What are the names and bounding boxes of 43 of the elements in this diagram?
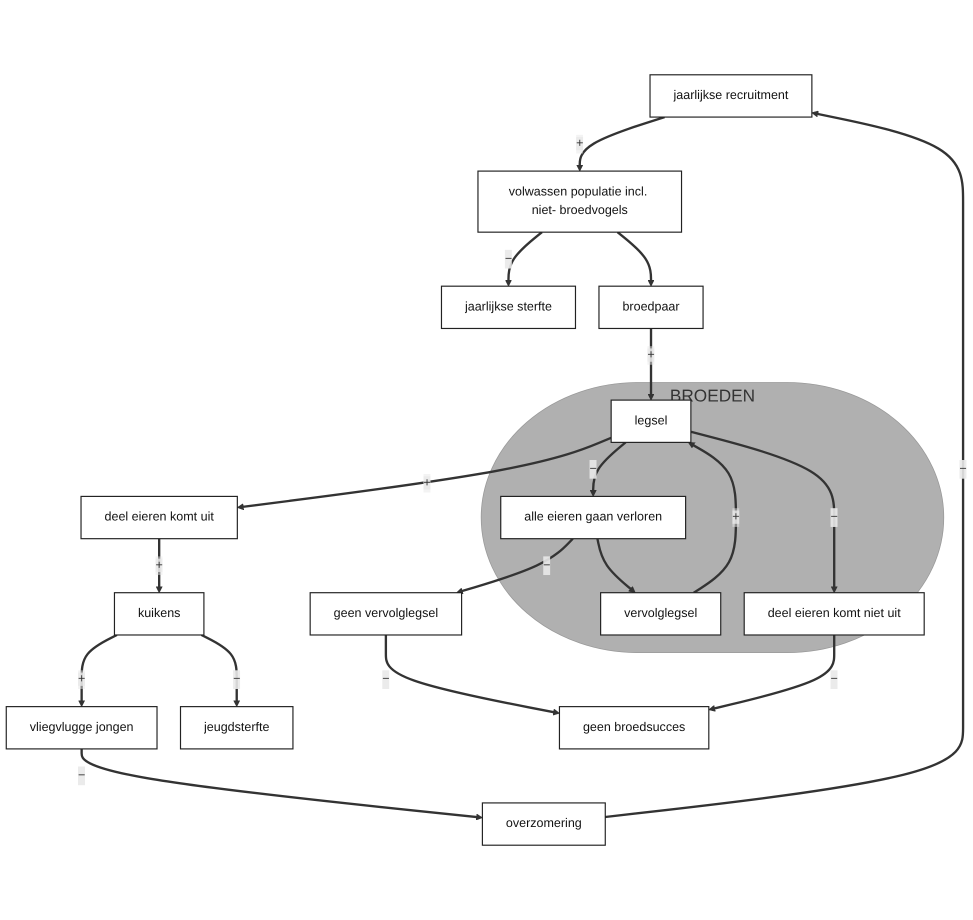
node-box: vervolglegsel <box>600 592 722 636</box>
arrow <box>200 634 240 707</box>
edge-label: + <box>732 510 740 524</box>
edge-label: − <box>543 558 550 572</box>
edge-label: − <box>959 462 967 476</box>
edge-label: − <box>504 252 512 266</box>
edge-label: − <box>830 510 838 524</box>
arrow <box>605 110 964 818</box>
arrow <box>616 231 654 286</box>
arrow <box>384 634 560 716</box>
arrow <box>237 436 612 510</box>
node-box: kuikens <box>114 592 204 636</box>
edge-label: + <box>647 348 655 362</box>
edge-label: + <box>423 476 431 490</box>
node-box: volwassen populatie incl. niet- broedvogels <box>477 170 682 233</box>
edge-label: − <box>590 462 597 476</box>
node-box: jaarlijkse recruitment <box>649 74 812 118</box>
node-box: jaarlijkse sterfte <box>440 286 576 330</box>
edge-label: + <box>78 672 86 686</box>
node-box: deel eieren komt uit <box>80 496 238 540</box>
node-box: vliegvlugge jongen <box>6 706 158 750</box>
node-box: deel eieren komt niet uit <box>744 592 925 636</box>
node-box: jeugdsterfte <box>180 706 294 750</box>
arrow <box>80 748 483 820</box>
arrow <box>590 441 626 497</box>
edge-label: + <box>576 137 584 150</box>
node-box: legsel <box>610 400 692 443</box>
edge-label: − <box>382 672 390 686</box>
edge-label: − <box>233 672 240 686</box>
arrow <box>708 634 836 712</box>
edge-label: − <box>830 672 838 686</box>
node-box: broedpaar <box>598 286 704 330</box>
edge-label: − <box>78 768 86 782</box>
arrow <box>688 442 738 594</box>
node-box: overzomering <box>482 802 606 846</box>
arrow <box>690 430 838 594</box>
node-box: geen vervolglegsel <box>310 592 462 636</box>
node-box: geen broedsucces <box>558 706 710 750</box>
node-box: alle eieren gaan verloren <box>500 496 686 540</box>
edge-label: + <box>156 558 163 572</box>
arrow <box>456 538 574 594</box>
arrow <box>596 538 636 594</box>
arrow <box>505 231 543 286</box>
